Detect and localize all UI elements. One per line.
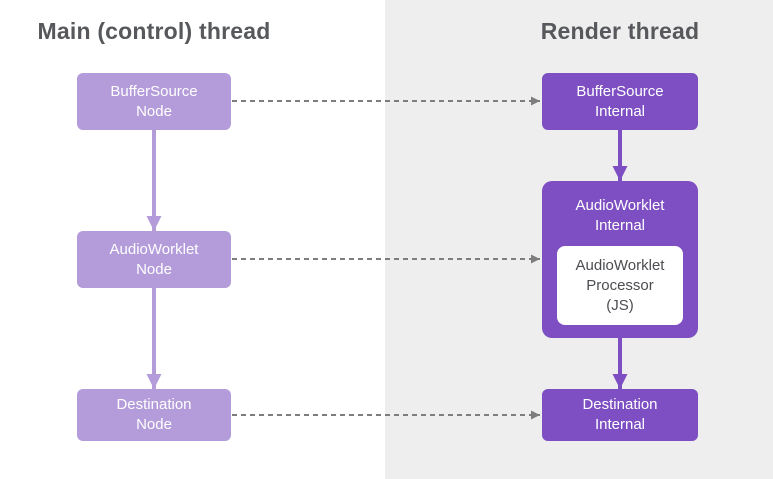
main-thread-heading: Main (control) thread — [37, 18, 271, 44]
node-audioworklet-internal: AudioWorklet Internal AudioWorklet Proce… — [542, 181, 698, 338]
node-destination: Destination Node — [77, 389, 231, 441]
render-thread-heading: Render thread — [540, 18, 700, 44]
node-buffersource-internal: BufferSource Internal — [542, 73, 698, 130]
node-buffersource: BufferSource Node — [77, 73, 231, 130]
node-audioworklet-processor: AudioWorklet Processor (JS) — [557, 246, 683, 325]
node-audioworklet: AudioWorklet Node — [77, 231, 231, 288]
node-destination-internal: Destination Internal — [542, 389, 698, 441]
node-audioworklet-internal-label: AudioWorklet Internal — [575, 197, 665, 234]
